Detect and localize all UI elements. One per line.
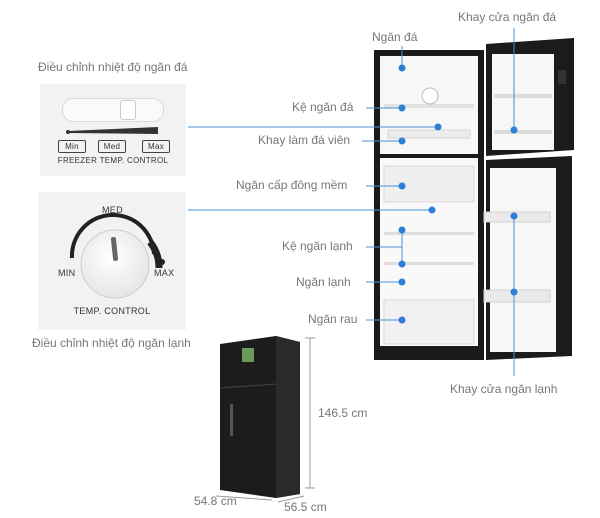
freezer-level-wedge <box>66 127 158 134</box>
label-fridge-shelf: Kệ ngăn lạnh <box>282 239 353 253</box>
label-soft-freeze: Ngăn cấp đông mềm <box>236 178 348 192</box>
dimension-depth: 56.5 cm <box>284 500 327 514</box>
freezer-adjust-label: Điều chỉnh nhiệt độ ngăn đá <box>38 60 188 74</box>
fridge-adjust-label: Điều chỉnh nhiệt độ ngăn lạnh <box>32 336 191 350</box>
label-fridge-door-tray: Khay cửa ngăn lạnh <box>450 382 558 396</box>
dimension-height: 146.5 cm <box>318 406 368 420</box>
label-freezer-shelf: Kệ ngăn đá <box>292 100 354 114</box>
temp-min-label: MIN <box>58 268 76 278</box>
freezer-option-max: Max <box>142 140 170 153</box>
label-freezer-compartment: Ngăn đá <box>372 30 418 44</box>
temp-control-caption: TEMP. CONTROL <box>73 306 151 316</box>
freezer-slider-knob[interactable] <box>120 100 136 120</box>
label-vegetable-drawer: Ngăn rau <box>308 312 358 326</box>
freezer-slider-track <box>62 98 164 122</box>
freezer-control-panel: Min Med Max FREEZER TEMP. CONTROL <box>40 84 186 176</box>
temp-max-label: MAX <box>154 268 175 278</box>
temp-control-panel: MIN MED MAX TEMP. CONTROL <box>38 192 186 330</box>
temp-dial-graphic <box>69 212 165 299</box>
label-fridge-compartment: Ngăn lạnh <box>296 275 351 289</box>
freezer-control-caption: FREEZER TEMP. CONTROL <box>57 156 169 165</box>
freezer-option-med: Med <box>98 140 126 153</box>
label-freezer-door-tray: Khay cửa ngăn đá <box>458 10 557 24</box>
label-ice-tray: Khay làm đá viên <box>258 133 351 147</box>
temp-med-label: MED <box>102 205 123 215</box>
freezer-option-min: Min <box>58 140 86 153</box>
dimension-width: 54.8 cm <box>194 494 237 508</box>
